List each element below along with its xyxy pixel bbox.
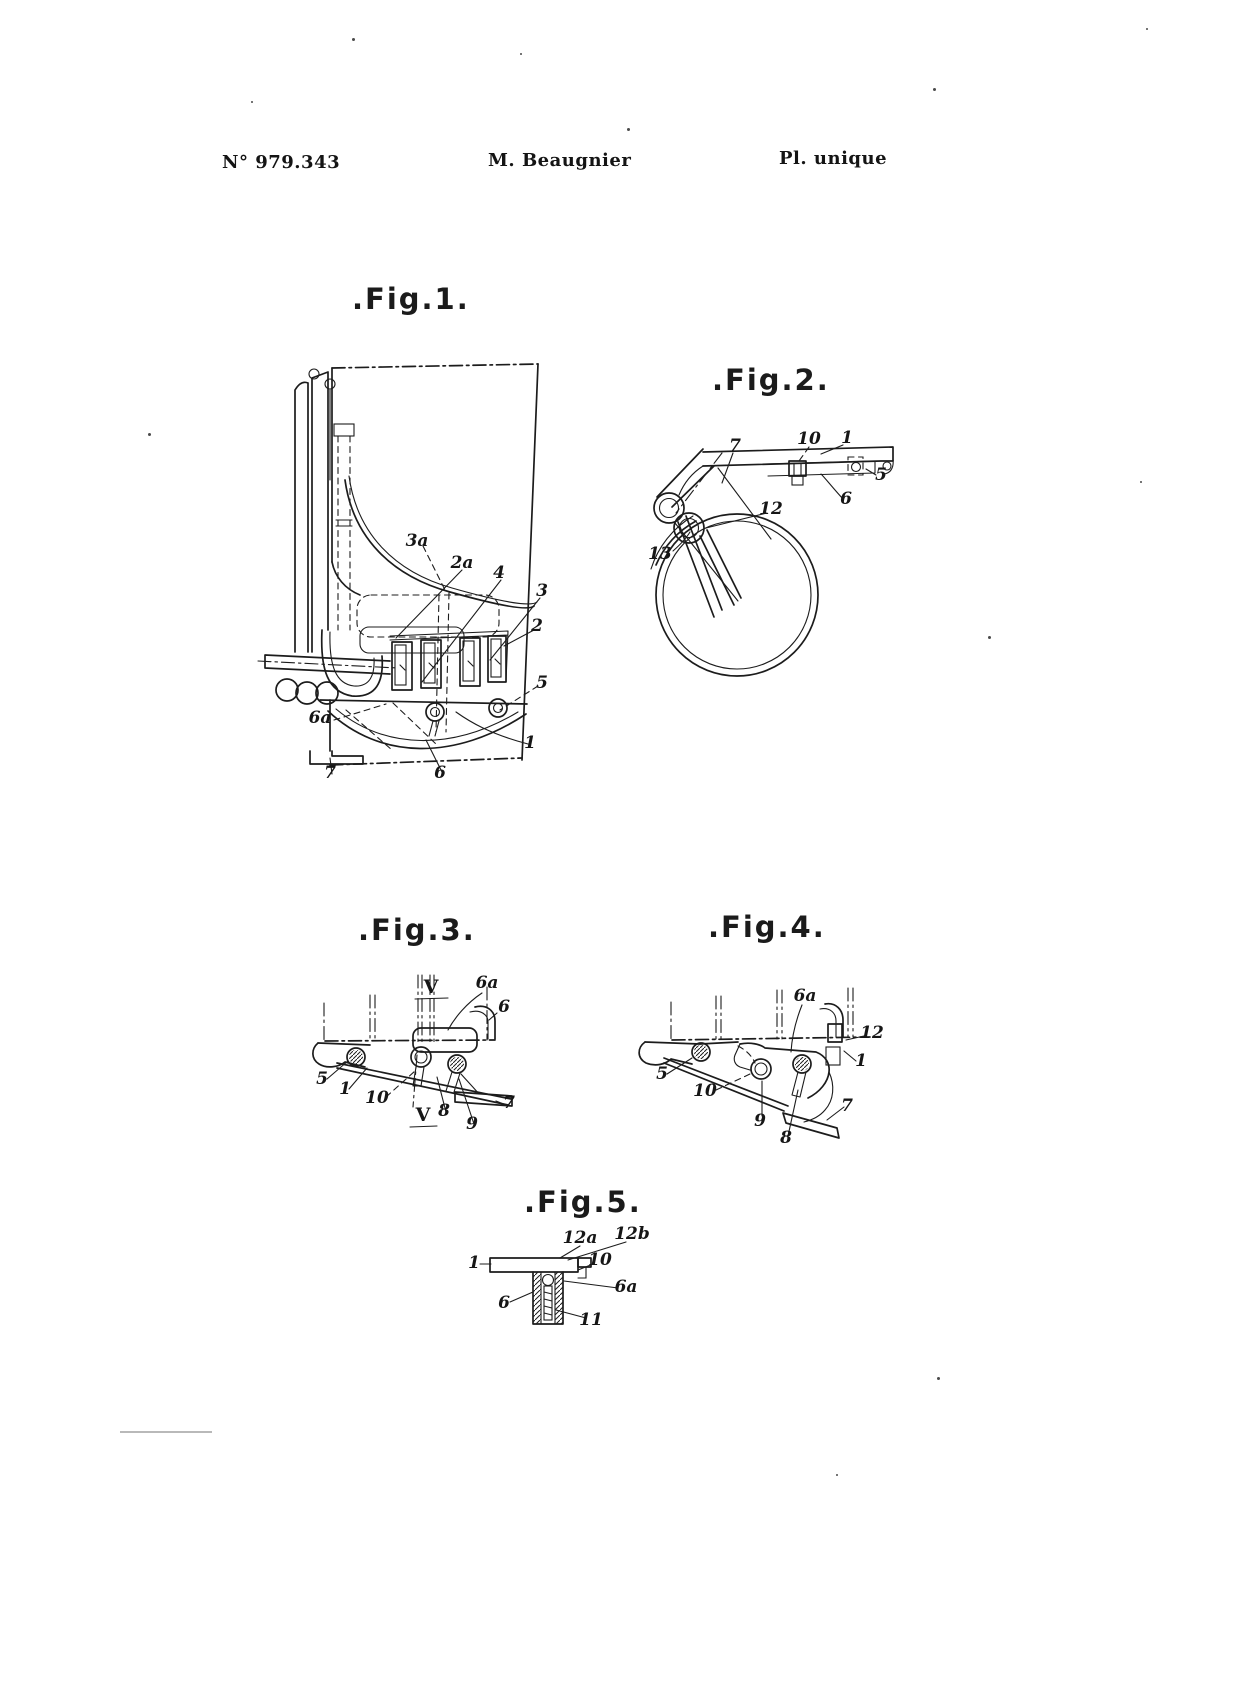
scan-speck	[148, 433, 151, 436]
fig2-title: .Fig.2.	[712, 363, 830, 397]
part-label-6: 6	[498, 997, 510, 1017]
part-label-6a: 6a	[476, 973, 499, 993]
part-label-5: 5	[875, 465, 887, 485]
part-label-1: 1	[468, 1253, 480, 1273]
part-label-3: 3	[536, 581, 548, 601]
scan-speck	[251, 101, 253, 103]
part-label-12: 12	[759, 499, 783, 519]
scan-speck	[937, 1377, 940, 1380]
part-label-13: 13	[648, 544, 672, 564]
part-label-7: 7	[729, 436, 741, 456]
part-label-10: 10	[588, 1250, 612, 1270]
fig3-drawing: V 6a 6 5 1 10 V 8 9 7	[312, 973, 515, 1134]
section-mark-v-top: V	[423, 976, 440, 998]
part-label-10: 10	[797, 429, 821, 449]
part-label-5: 5	[316, 1069, 328, 1089]
fig3-leaders	[326, 992, 507, 1128]
part-label-6: 6	[434, 763, 446, 783]
fig2-drawing: 7 10 1 5 6 12 13	[648, 428, 894, 677]
scan-line-artifact	[120, 1431, 212, 1433]
part-label-4: 4	[493, 563, 505, 583]
fig4-bracket	[638, 1002, 844, 1139]
fig4-leaders	[666, 1004, 865, 1137]
part-label-6a: 6a	[615, 1277, 638, 1297]
fig3-frame	[323, 974, 496, 1043]
part-label-12: 12	[860, 1023, 884, 1043]
part-label-8: 8	[779, 1128, 792, 1148]
scan-speck	[933, 88, 936, 91]
fig3-title: .Fig.3.	[358, 913, 476, 947]
fig5-title: .Fig.5.	[524, 1185, 642, 1219]
fig2-rail	[702, 446, 894, 486]
fig2-tube-ring	[650, 513, 819, 677]
fig1-tube	[320, 423, 384, 697]
scan-speck	[836, 1474, 838, 1476]
fig2-struts	[674, 515, 742, 618]
part-label-11: 11	[579, 1310, 603, 1330]
part-label-1: 1	[339, 1079, 351, 1099]
part-label-3a: 3a	[406, 531, 429, 551]
fig5-drawing: 12a 12b 1 10 6a 6 11	[468, 1224, 650, 1330]
part-label-12a: 12a	[563, 1228, 598, 1248]
part-label-7: 7	[503, 1093, 515, 1113]
fig2-leaders	[672, 444, 877, 552]
scan-speck	[627, 128, 630, 131]
part-label-7: 7	[324, 763, 336, 783]
fig4-frame	[670, 987, 871, 1041]
fig1-drawing: 3a 2a 4 3 2 5 6a 7 6 1	[257, 363, 548, 783]
fig1-ledge	[257, 654, 399, 705]
scan-speck	[520, 53, 522, 55]
fig1-gusset	[309, 698, 528, 765]
scan-speck	[988, 636, 991, 639]
scan-speck	[352, 38, 355, 41]
part-label-9: 9	[754, 1111, 766, 1131]
part-label-6: 6	[840, 489, 852, 509]
part-label-5: 5	[536, 673, 548, 693]
part-label-12b: 12b	[614, 1224, 650, 1244]
fig1-leaders	[329, 545, 541, 775]
fig1-title: .Fig.1.	[352, 282, 470, 316]
patent-number: N° 979.343	[222, 152, 341, 173]
fig4-title: .Fig.4.	[708, 910, 826, 944]
fig1-mast	[294, 368, 336, 653]
part-label-9: 9	[466, 1114, 478, 1134]
inventor-name: M. Beaugnier	[488, 150, 632, 171]
part-label-7: 7	[841, 1096, 853, 1116]
part-label-2a: 2a	[450, 553, 474, 573]
scan-speck	[1146, 28, 1148, 30]
fig2-bracket	[656, 448, 772, 540]
part-label-1: 1	[841, 428, 853, 448]
part-label-5: 5	[656, 1064, 668, 1084]
fig3-bracket	[312, 1005, 513, 1107]
part-label-1: 1	[524, 733, 536, 753]
fig5-section	[489, 1257, 592, 1325]
plate-note: Pl. unique	[779, 148, 888, 169]
part-label-10: 10	[693, 1081, 717, 1101]
part-label-10: 10	[365, 1088, 389, 1108]
part-label-6: 6	[498, 1293, 510, 1313]
fig1-fender-curve	[344, 475, 538, 609]
part-label-6a: 6a	[309, 708, 332, 728]
fig5-leaders	[479, 1241, 627, 1319]
fig1-louver-box	[356, 592, 509, 733]
fig4-drawing: 6a 12 1 5 10 9 8 7	[638, 986, 884, 1148]
part-label-8: 8	[437, 1101, 450, 1121]
part-label-1: 1	[855, 1051, 867, 1071]
scan-speck	[1140, 481, 1142, 483]
part-label-2: 2	[530, 616, 543, 636]
section-mark-v-bottom: V	[415, 1104, 432, 1126]
part-label-6a: 6a	[794, 986, 817, 1006]
